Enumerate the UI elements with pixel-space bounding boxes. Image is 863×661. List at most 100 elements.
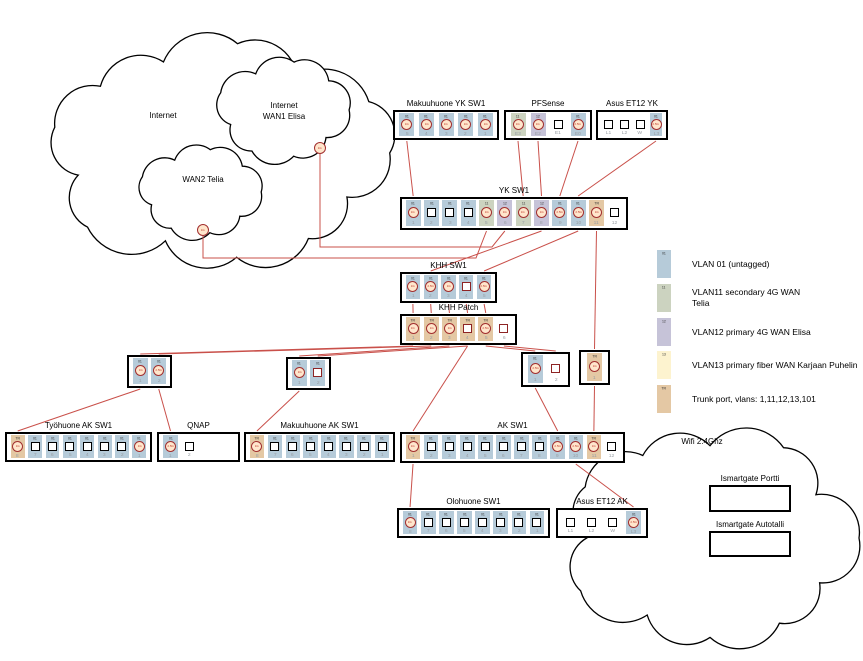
vlan-tag: TR xyxy=(410,436,416,440)
vlan-tag: 01 xyxy=(534,512,539,516)
unused-port-square xyxy=(288,441,298,451)
patch-cable-line xyxy=(559,140,579,197)
unused-port-square xyxy=(498,442,508,451)
link-speed-circle: 1G xyxy=(404,517,416,528)
port-shape xyxy=(610,206,620,219)
link-speed-circle: 1G xyxy=(12,441,24,452)
vlan-tag: 01 xyxy=(424,114,429,118)
patch-cable-line xyxy=(430,230,542,272)
device-label-makuuhuone-ak-sw1: Makuuhuone AK SW1 xyxy=(280,421,359,430)
port-number: 4 xyxy=(481,527,484,534)
port-shape xyxy=(514,517,524,527)
patch-cable-line xyxy=(575,463,634,508)
port-number: E2 xyxy=(534,130,542,137)
port-number: 2 xyxy=(429,292,433,299)
port-shape: 1G xyxy=(134,364,146,377)
port-shape xyxy=(462,441,472,452)
port-number: 8 xyxy=(16,452,20,459)
vlan-tag: TR xyxy=(483,318,489,322)
port-shape xyxy=(478,517,488,527)
vlan-tag: TR xyxy=(465,318,470,322)
port-shape: 2.5G xyxy=(570,441,582,452)
link-speed-circle: 1G xyxy=(401,119,413,130)
vlan-tag: 01 xyxy=(168,436,173,440)
patched-port-square xyxy=(463,324,473,333)
port-number: 1 xyxy=(138,377,142,384)
port-number: L3 xyxy=(630,528,637,535)
port-number: E3 xyxy=(514,130,522,137)
port-shape: 2.5G xyxy=(165,441,176,452)
vlan-tag: 01 xyxy=(446,276,451,280)
link-speed-circle: 1G xyxy=(407,207,419,218)
vlan-tag: 01 xyxy=(444,114,448,118)
patch-cable-line xyxy=(317,345,468,357)
patch-cable-line xyxy=(534,387,559,432)
unused-port-square xyxy=(462,442,472,451)
port-shape: 1G xyxy=(404,517,416,528)
vlan-tag: 12 xyxy=(536,114,540,118)
vlan-tag: 01 xyxy=(67,436,72,440)
vlan-tag: 01 xyxy=(156,359,161,363)
port-number: E1 xyxy=(554,129,562,136)
port-number: 9 xyxy=(556,452,560,459)
port-shape: 1G xyxy=(407,323,419,334)
vlan-tag: 01 xyxy=(576,201,581,205)
vlan-tag: TR xyxy=(592,354,597,358)
cloud-wan2-telia xyxy=(138,144,263,242)
link-speed-circle: 2.5G xyxy=(552,441,564,452)
vlan-tag: 01 xyxy=(429,201,434,205)
vlan-tag: 01 xyxy=(464,276,469,280)
port-shape: 1G xyxy=(479,119,491,130)
port-number: 1 xyxy=(411,292,415,299)
port-shape xyxy=(587,517,596,527)
port-number: 1 xyxy=(297,379,301,386)
port-shape xyxy=(566,517,575,527)
unused-port-square xyxy=(426,442,436,451)
port-number: 7 xyxy=(521,219,525,226)
port-number: W xyxy=(637,129,643,136)
vlan-tag: 01 xyxy=(631,512,636,516)
port-shape: 1G xyxy=(589,359,600,374)
port-number: 3 xyxy=(447,452,451,459)
patched-port-square xyxy=(313,368,323,377)
patch-cable-line xyxy=(517,140,524,197)
vlan-tag: 01 xyxy=(447,201,452,205)
port-number: 12 xyxy=(609,452,615,459)
patch-cable-line xyxy=(503,345,556,352)
vlan-tag: 12 xyxy=(502,201,507,205)
link-speed-circle: 1G xyxy=(532,119,544,130)
patch-cable-line xyxy=(485,345,536,352)
port-number: 5 xyxy=(484,334,488,341)
port-number: 8 xyxy=(540,219,543,226)
port-shape: 2.5G xyxy=(552,441,564,452)
port-shape xyxy=(313,366,323,379)
port-number: 5 xyxy=(405,130,409,137)
unused-port-square xyxy=(553,119,563,129)
vlan-tag: 01 xyxy=(576,114,580,118)
port-number: 6 xyxy=(503,219,507,226)
port-shape: 1G xyxy=(532,119,544,130)
unused-port-square xyxy=(517,442,527,451)
